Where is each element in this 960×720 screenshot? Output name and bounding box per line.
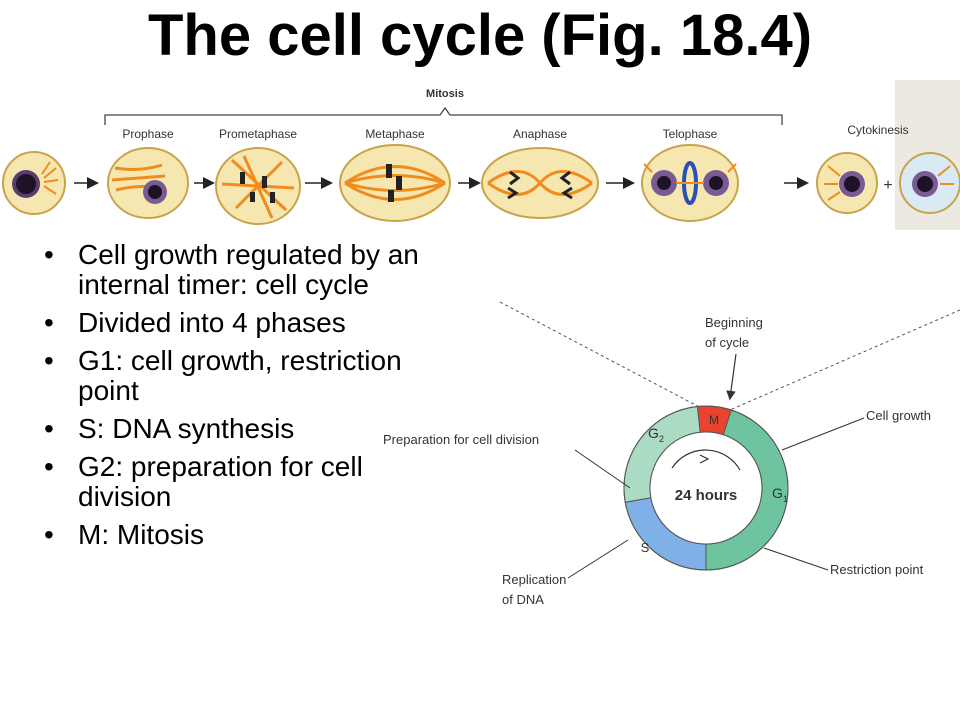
cycle-direction-arrow xyxy=(671,449,741,471)
stage-label-prophase: Prophase xyxy=(122,127,174,141)
cell-prometaphase xyxy=(215,147,301,225)
mitosis-label: Mitosis xyxy=(426,88,464,100)
phase-label-g1: G1 xyxy=(772,485,788,504)
pointer-beginning xyxy=(726,353,737,401)
bullet-item: Divided into 4 phases xyxy=(28,308,448,339)
phase-label-s: S xyxy=(641,540,650,555)
bullet-item: M: Mitosis xyxy=(28,520,448,551)
cell-metaphase xyxy=(339,144,451,222)
bullet-item: Cell growth regulated by an internal tim… xyxy=(28,240,448,300)
label-restriction-point: Restriction point xyxy=(830,562,924,577)
pointer-preparation xyxy=(574,449,631,489)
pointer-replication xyxy=(567,539,629,579)
stage-label-anaphase: Anaphase xyxy=(513,127,567,141)
cell-telophase xyxy=(641,144,739,222)
stage-label-metaphase: Metaphase xyxy=(365,127,425,141)
stage-label-prometaphase: Prometaphase xyxy=(219,127,297,141)
cell-prophase xyxy=(107,147,189,219)
cell-cycle-diagram: M G1 S G2 24 hours Beginning of cycle Ce… xyxy=(383,301,960,607)
phase-label-g2: G2 xyxy=(648,425,664,444)
label-replication: Replication of DNA xyxy=(502,572,570,607)
cell-cytokinesis-daughter-2 xyxy=(899,152,960,214)
label-cell-growth: Cell growth xyxy=(866,408,931,423)
stage-label-cytokinesis: Cytokinesis xyxy=(847,123,908,137)
phase-label-m: M xyxy=(709,413,719,427)
label-preparation: Preparation for cell division xyxy=(383,432,539,447)
slide-title: The cell cycle (Fig. 18.4) xyxy=(147,3,813,68)
bullet-item: G2: preparation for cell division xyxy=(28,452,448,512)
cycle-center-label: 24 hours xyxy=(675,487,738,504)
dashed-guide-left xyxy=(499,301,706,411)
pointer-restriction xyxy=(763,547,829,571)
bullet-item: S: DNA synthesis xyxy=(28,414,448,445)
mitosis-strip: Mitosis Prophase Prometaphase Metaphase … xyxy=(2,80,960,230)
cell-anaphase xyxy=(481,147,599,219)
bullet-item: G1: cell growth, restriction point xyxy=(28,346,448,406)
mitosis-bracket xyxy=(104,106,783,125)
cell-cytokinesis-daughter-1 xyxy=(816,152,878,214)
cytokinesis-plus: + xyxy=(883,177,892,194)
pointer-cell-growth xyxy=(781,417,865,451)
bullet-list: Cell growth regulated by an internal tim… xyxy=(28,240,448,558)
cycle-direction-arrow-head xyxy=(699,454,710,464)
stage-label-telophase: Telophase xyxy=(663,127,718,141)
label-beginning-of-cycle: Beginning of cycle xyxy=(705,315,766,350)
cell-interphase xyxy=(2,151,66,215)
